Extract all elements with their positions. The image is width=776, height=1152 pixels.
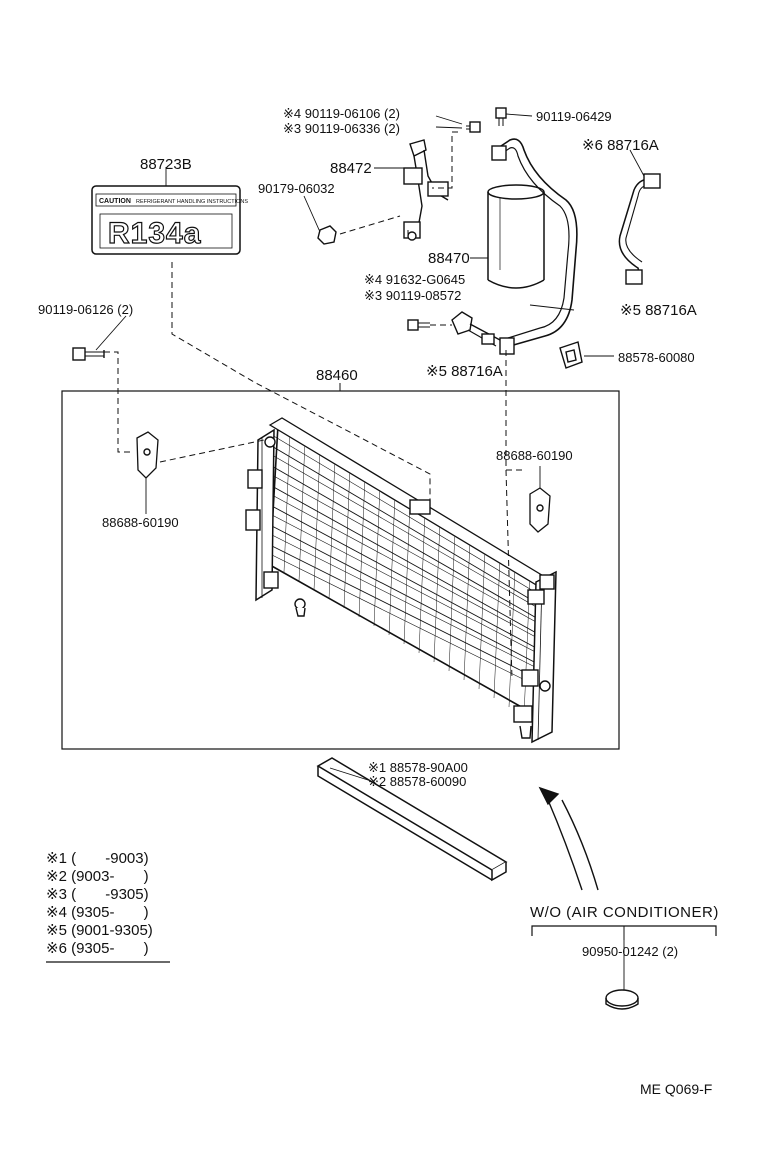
label-p8: 88470 [428, 250, 470, 267]
sticker-label [91, 185, 241, 255]
label-p20: 90950-01242 (2) [582, 944, 679, 959]
label-p16: 88688-60190 [102, 515, 179, 530]
condenser-core [245, 417, 557, 744]
label-p1: ※4 90119-06106 (2) [283, 106, 400, 121]
cushion-rubber [559, 341, 583, 369]
label-p2: ※3 90119-06336 (2) [283, 121, 400, 136]
clip [317, 225, 337, 245]
label-p12: ※5 88716A [620, 302, 697, 319]
label-p4: 88723B [140, 156, 192, 173]
label-p6: 90179-06032 [258, 181, 335, 196]
seal-strip [316, 757, 508, 882]
label-p19: ※2 88578-60090 [368, 774, 467, 789]
sticker-caution: CAUTION [99, 198, 131, 205]
tube-long [491, 138, 578, 355]
label-p9: ※4 91632-G0645 [364, 272, 466, 287]
receiver-bracket [403, 139, 449, 241]
label-p11: 90119-06126 (2) [38, 302, 134, 317]
legend-row-2: ※2 (9003- ) [46, 868, 149, 885]
receiver-dryer [487, 184, 545, 289]
label-p15: 88578-60080 [618, 350, 695, 365]
bolt-left [72, 347, 105, 361]
arrow-pointer [538, 786, 599, 891]
tube-short [618, 173, 661, 285]
tube-fitting-lower [451, 311, 501, 347]
bolt-upper-right [495, 107, 507, 126]
legend-row-4: ※4 (9305- ) [46, 904, 149, 921]
label-p3: 90119-06429 [536, 109, 612, 124]
hole-plug [605, 989, 639, 1010]
bolt-lower-fitting [407, 319, 430, 331]
legend-row-1: ※1 ( -9003) [46, 850, 149, 867]
label-p10: ※3 90119-08572 [364, 288, 462, 303]
legend-row-6: ※6 (9305- ) [46, 940, 149, 957]
label-p18: ※1 88578-90A00 [368, 760, 468, 775]
legend-row-3: ※3 ( -9305) [46, 886, 149, 903]
label-p7: ※6 88716A [582, 137, 659, 154]
sticker-code: R134a [108, 217, 201, 250]
bracket-right [529, 487, 551, 533]
note-wo-air-conditioner: W/O (AIR CONDITIONER) [530, 904, 719, 921]
label-p5: 88472 [330, 160, 372, 177]
bracket-left [136, 431, 159, 479]
bolt-upper-middle [466, 121, 481, 133]
legend-row-5: ※5 (9001-9305) [46, 922, 153, 939]
reference-code: ME Q069-F [640, 1081, 713, 1097]
sticker-warning: REFRIGERANT HANDLING INSTRUCTIONS [136, 199, 248, 205]
label-p17: 88688-60190 [496, 448, 573, 463]
label-p14: ※5 88716A [426, 363, 503, 380]
label-p13: 88460 [316, 367, 358, 384]
